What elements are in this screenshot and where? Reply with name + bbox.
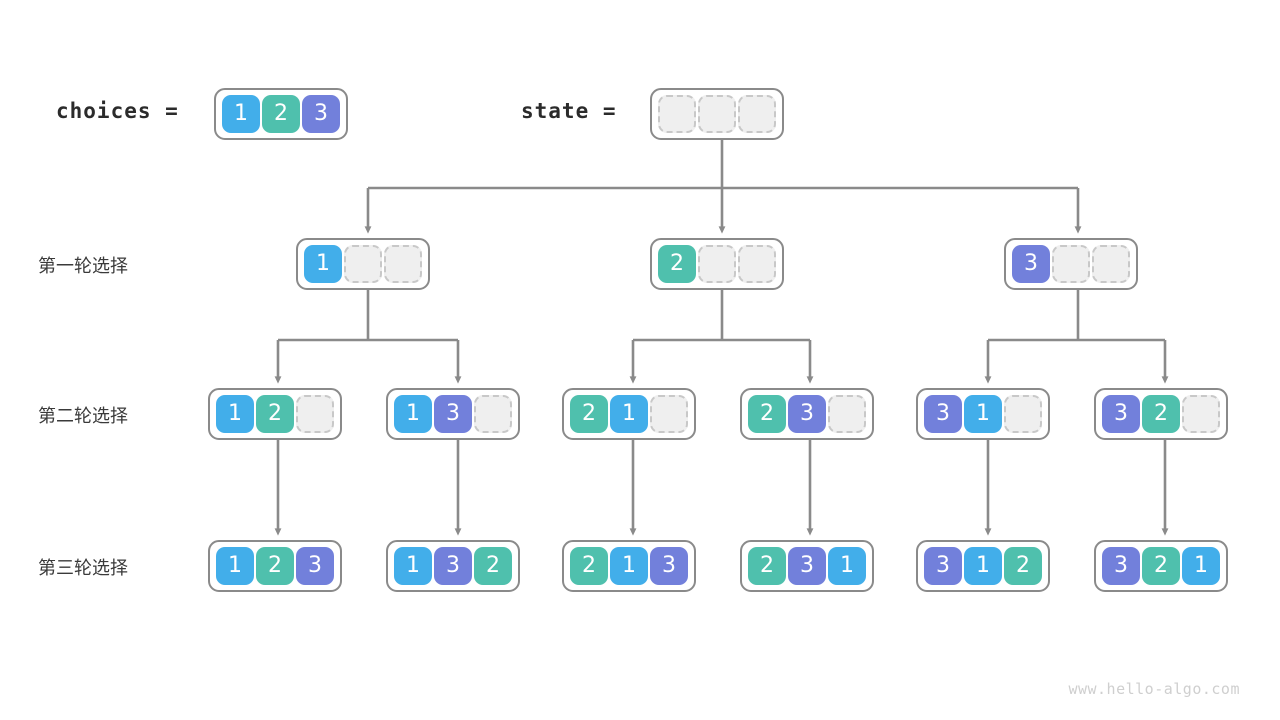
choices-cell-1: 2 <box>262 95 300 133</box>
level2-node-1-cell-0: 1 <box>394 395 432 433</box>
level3-node-2-cell-1: 1 <box>610 547 648 585</box>
level1-node-0-cell-0: 1 <box>304 245 342 283</box>
row-label-round2: 第二轮选择 <box>38 406 128 427</box>
level2-node-4-cell-1: 1 <box>964 395 1002 433</box>
level3-node-2-cell-0: 2 <box>570 547 608 585</box>
level2-node-4-cell-2 <box>1004 395 1042 433</box>
level2-node-0-cell-1: 2 <box>256 395 294 433</box>
level3-node-2-cell-2: 3 <box>650 547 688 585</box>
level2-node-1: 1 3 <box>386 388 520 440</box>
level1-node-1-cell-0: 2 <box>658 245 696 283</box>
level2-node-3-cell-0: 2 <box>748 395 786 433</box>
choices-cell-2: 3 <box>302 95 340 133</box>
level3-node-5-cell-0: 3 <box>1102 547 1140 585</box>
level2-node-4-cell-0: 3 <box>924 395 962 433</box>
level1-node-2-cell-1 <box>1052 245 1090 283</box>
level1-node-1-cell-1 <box>698 245 736 283</box>
row-label-round3: 第三轮选择 <box>38 558 128 579</box>
watermark: www.hello-algo.com <box>1068 680 1240 698</box>
level2-node-2-cell-2 <box>650 395 688 433</box>
level2-node-0: 1 2 <box>208 388 342 440</box>
level1-node-2: 3 <box>1004 238 1138 290</box>
level1-node-2-cell-0: 3 <box>1012 245 1050 283</box>
state-cell-1 <box>698 95 736 133</box>
level1-node-1: 2 <box>650 238 784 290</box>
level2-node-5: 3 2 <box>1094 388 1228 440</box>
level3-node-0-cell-1: 2 <box>256 547 294 585</box>
level3-node-0-cell-0: 1 <box>216 547 254 585</box>
level2-node-1-cell-2 <box>474 395 512 433</box>
level1-node-0-cell-1 <box>344 245 382 283</box>
level2-node-3-cell-1: 3 <box>788 395 826 433</box>
state-cell-2 <box>738 95 776 133</box>
level2-node-0-cell-0: 1 <box>216 395 254 433</box>
choices-array: 1 2 3 <box>214 88 348 140</box>
level2-node-2-cell-0: 2 <box>570 395 608 433</box>
level3-node-4-cell-2: 2 <box>1004 547 1042 585</box>
level1-node-1-cell-2 <box>738 245 776 283</box>
level3-node-3: 2 3 1 <box>740 540 874 592</box>
state-label: state = <box>521 99 617 123</box>
level2-node-3-cell-2 <box>828 395 866 433</box>
level2-node-1-cell-1: 3 <box>434 395 472 433</box>
level3-node-5-cell-2: 1 <box>1182 547 1220 585</box>
state-cell-0 <box>658 95 696 133</box>
level2-node-5-cell-0: 3 <box>1102 395 1140 433</box>
level1-node-0-cell-2 <box>384 245 422 283</box>
level3-node-2: 2 1 3 <box>562 540 696 592</box>
level1-node-0: 1 <box>296 238 430 290</box>
level3-node-1-cell-2: 2 <box>474 547 512 585</box>
level3-node-4-cell-0: 3 <box>924 547 962 585</box>
level3-node-0: 1 2 3 <box>208 540 342 592</box>
level2-node-5-cell-2 <box>1182 395 1220 433</box>
row-label-round1: 第一轮选择 <box>38 256 128 277</box>
level3-node-1-cell-1: 3 <box>434 547 472 585</box>
state-array <box>650 88 784 140</box>
level3-node-4: 3 1 2 <box>916 540 1050 592</box>
level2-node-4: 3 1 <box>916 388 1050 440</box>
level1-node-2-cell-2 <box>1092 245 1130 283</box>
level2-node-3: 2 3 <box>740 388 874 440</box>
level3-node-4-cell-1: 1 <box>964 547 1002 585</box>
level3-node-0-cell-2: 3 <box>296 547 334 585</box>
level3-node-1: 1 3 2 <box>386 540 520 592</box>
level2-node-2: 2 1 <box>562 388 696 440</box>
level2-node-0-cell-2 <box>296 395 334 433</box>
level2-node-2-cell-1: 1 <box>610 395 648 433</box>
level3-node-3-cell-1: 3 <box>788 547 826 585</box>
level3-node-5-cell-1: 2 <box>1142 547 1180 585</box>
choices-label: choices = <box>56 99 179 123</box>
level3-node-3-cell-0: 2 <box>748 547 786 585</box>
level3-node-1-cell-0: 1 <box>394 547 432 585</box>
level3-node-3-cell-2: 1 <box>828 547 866 585</box>
level2-node-5-cell-1: 2 <box>1142 395 1180 433</box>
level3-node-5: 3 2 1 <box>1094 540 1228 592</box>
choices-cell-0: 1 <box>222 95 260 133</box>
